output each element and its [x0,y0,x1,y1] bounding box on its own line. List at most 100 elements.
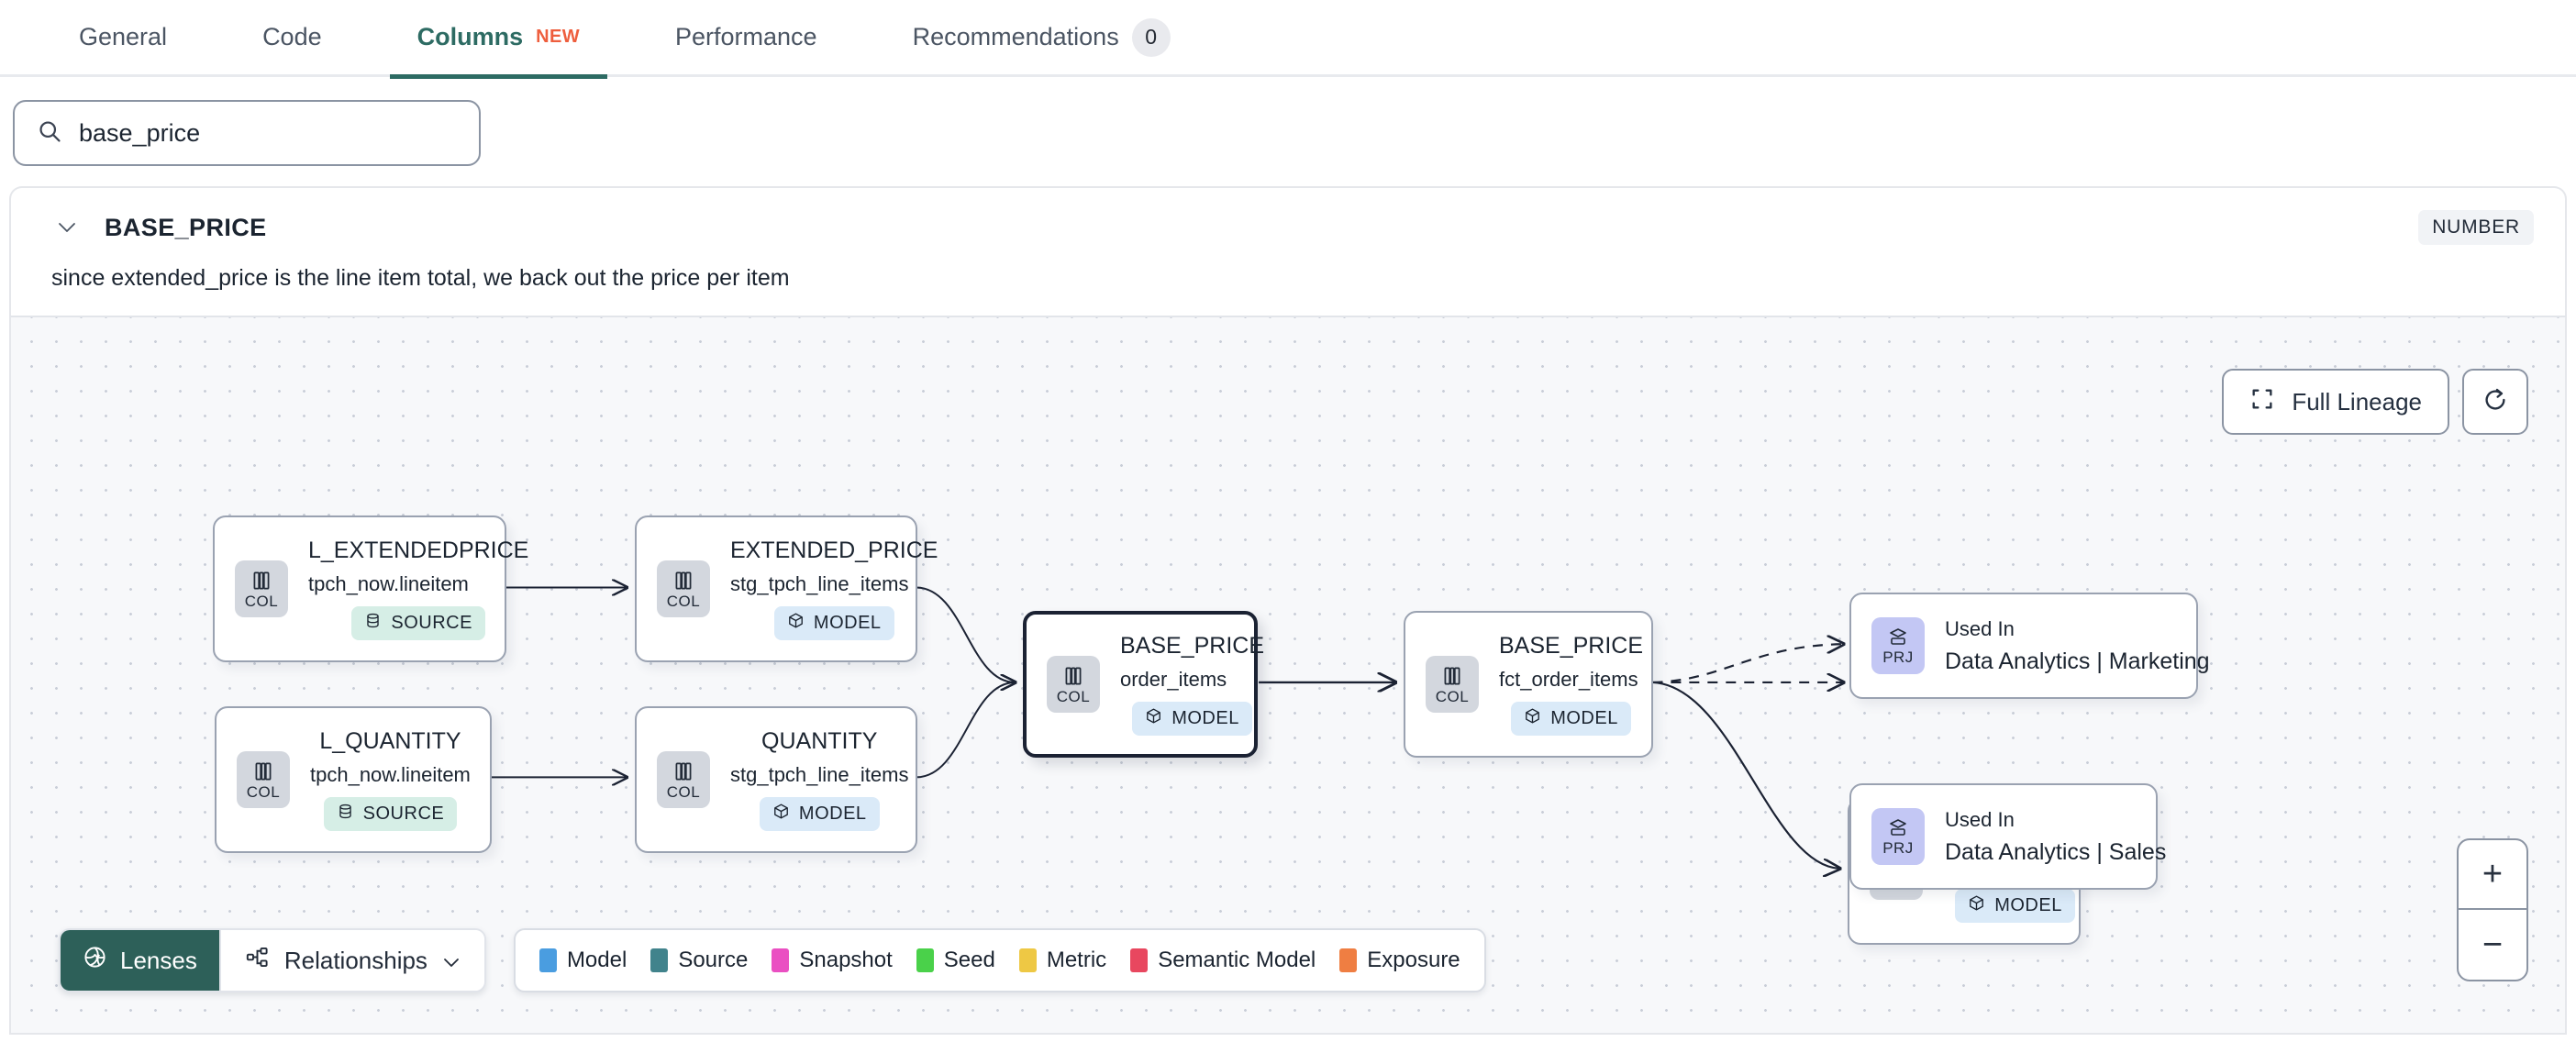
lenses-button[interactable]: Lenses [61,930,219,991]
column-icon: COL [237,751,290,808]
badge-label: PRJ [1882,648,1914,666]
zoom-in-button[interactable]: + [2459,840,2526,910]
project-node-value: Data Analytics | Sales [1945,838,2167,865]
full-lineage-button[interactable]: Full Lineage [2222,369,2449,435]
legend-item: Seed [916,948,995,973]
cube-icon [1524,707,1541,730]
project-node-label: Used In [1945,807,2015,831]
column-icon: COL [657,560,710,617]
tab-performance[interactable]: Performance [648,0,845,76]
column-icon: COL [1426,656,1479,713]
node-title: BASE_PRICE [1499,633,1644,659]
legend-swatch [1130,948,1149,972]
lineage-edges [491,317,2565,1033]
node-subtitle: tpch_now.lineitem [308,572,469,595]
canvas-bottom-toolbar: Lenses Relationships Model Source Snapsh… [59,928,1486,992]
column-icon: COL [235,560,288,617]
legend-item: Model [539,948,627,973]
legend-item: Snapshot [772,948,893,973]
page-title: BASE_PRICE [105,213,267,241]
lineage-node-l-quantity[interactable]: COL L_QUANTITY tpch_now.lineitem SOURCE [215,706,492,853]
legend-swatch [772,948,790,972]
zoom-controls[interactable]: + − [2457,838,2528,981]
legend-label: Snapshot [799,948,893,972]
database-icon [337,803,354,826]
lineage-node-project-sales[interactable]: PRJ Used In Data Analytics | Sales [1849,783,2166,890]
node-subtitle: fct_order_items [1499,668,1638,691]
node-tag-model: MODEL [1955,889,2075,923]
zoom-out-button[interactable]: − [2482,925,2504,964]
search-area [0,77,2576,186]
project-node-label: Used In [1945,616,2015,640]
lineage-node-base-price-fct-order-items[interactable]: COL BASE_PRICE fct_order_items MODEL [1404,611,1653,758]
lens-group: Lenses Relationships [59,928,486,992]
full-lineage-label: Full Lineage [2292,387,2422,416]
edge [916,682,1016,779]
node-tag-model: MODEL [1511,702,1631,736]
node-title: L_EXTENDEDPRICE [308,538,529,563]
node-tag-label: SOURCE [391,613,472,633]
column-header: BASE_PRICE NUMBER [11,188,2565,245]
tab-label: Columns [416,23,524,50]
node-subtitle: stg_tpch_line_items [730,763,909,786]
lineage-node-quantity[interactable]: COL QUANTITY stg_tpch_line_items MODEL [635,706,917,853]
chevron-down-icon[interactable] [51,212,83,243]
tab-columns[interactable]: Columns NEW [389,0,608,79]
edge [916,586,1016,682]
badge-label: COL [244,593,279,610]
expand-icon [2249,386,2275,418]
project-node-value: Data Analytics | Marketing [1945,648,2210,674]
relationships-label: Relationships [283,946,427,974]
cube-icon [1145,707,1162,730]
lineage-node-base-price-order-items[interactable]: COL BASE_PRICE order_items MODEL [1023,611,1264,758]
node-tag-model: MODEL [759,797,880,831]
edge-dashed [1652,644,1843,684]
badge-label: COL [1435,688,1470,705]
legend-label: Seed [943,948,995,972]
legend-swatch [539,948,557,972]
tab-code[interactable]: Code [235,0,350,76]
lenses-label: Lenses [120,946,197,974]
badge-label: COL [1056,688,1091,705]
lineage-node-project-marketing[interactable]: PRJ Used In Data Analytics | Marketing [1849,593,2210,699]
node-tag-label: SOURCE [362,804,445,824]
node-subtitle: order_items [1120,668,1227,691]
search-input[interactable] [79,118,457,148]
tab-label: Code [262,23,322,50]
new-badge: NEW [536,27,580,47]
lineage-node-extended-price[interactable]: COL EXTENDED_PRICE stg_tpch_line_items M… [635,515,938,662]
legend-item: Metric [1018,948,1107,973]
column-type-badge: NUMBER [2418,210,2534,245]
node-type-legend: Model Source Snapshot Seed Metric Semant… [513,928,1486,992]
refresh-button[interactable] [2462,369,2528,435]
edge [1652,681,1839,869]
node-tag-label: MODEL [798,804,867,824]
badge-label: COL [666,783,701,801]
badge-label: COL [246,783,281,801]
node-tag-label: MODEL [1994,895,2062,915]
aperture-icon [83,945,107,976]
legend-item: Semantic Model [1130,948,1316,973]
search-box[interactable] [13,100,481,166]
relationships-dropdown[interactable]: Relationships [218,930,484,991]
tab-recommendations[interactable]: Recommendations 0 [885,0,1198,76]
legend-label: Metric [1046,948,1107,972]
project-icon: PRJ [1871,617,1925,674]
node-title: BASE_PRICE [1120,633,1265,659]
column-icon: COL [1047,656,1100,713]
refresh-icon [2482,386,2509,418]
node-tag-model: MODEL [1132,702,1252,736]
legend-label: Model [566,948,627,972]
tab-general[interactable]: General [51,0,194,76]
database-icon [364,612,382,635]
legend-label: Exposure [1367,948,1460,972]
lineage-node-l-extendedprice[interactable]: COL L_EXTENDEDPRICE tpch_now.lineitem SO… [213,515,528,662]
lineage-canvas[interactable]: COL L_EXTENDEDPRICE tpch_now.lineitem SO… [9,316,2567,1035]
badge-label: PRJ [1882,839,1914,857]
tab-label: General [79,23,168,50]
cube-icon [772,803,790,826]
node-tag-label: MODEL [1171,708,1239,728]
node-tag-source: SOURCE [323,797,458,831]
chevron-down-icon [442,947,461,975]
badge-label: COL [666,593,701,610]
